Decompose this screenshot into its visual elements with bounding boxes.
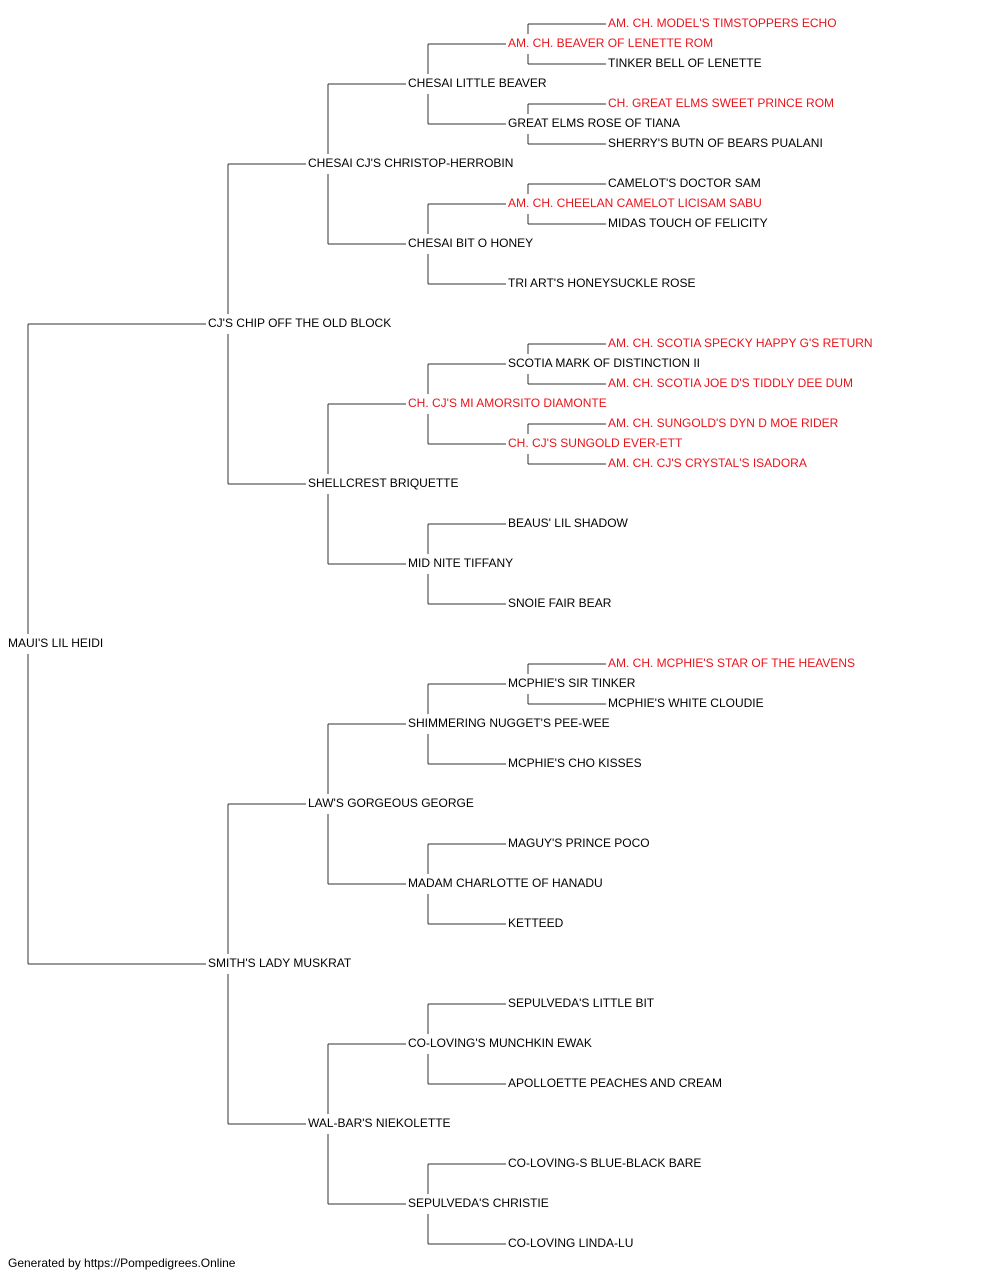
dog-name-chesai-bit-o-honey: CHESAI BIT O HONEY (408, 236, 533, 250)
dog-name-co-loving-s-munchkin-ewak: CO-LOVING'S MUNCHKIN EWAK (408, 1036, 592, 1050)
pedigree-connector-lines (27, 23, 606, 1245)
dog-name-wal-bar-s-niekolette: WAL-BAR'S NIEKOLETTE (308, 1116, 451, 1130)
dog-name-shimmering-nugget-s-pee-wee: SHIMMERING NUGGET'S PEE-WEE (408, 716, 610, 730)
dog-name-law-s-gorgeous-george: LAW'S GORGEOUS GEORGE (308, 796, 474, 810)
dog-name-sepulveda-s-little-bit: SEPULVEDA'S LITTLE BIT (508, 996, 655, 1010)
dog-name-scotia-mark-of-distinction-ii: SCOTIA MARK OF DISTINCTION II (508, 356, 700, 370)
dog-name-cj-s-chip-off-the-old-block: CJ'S CHIP OFF THE OLD BLOCK (208, 316, 391, 330)
dog-name-ketteed: KETTEED (508, 916, 564, 930)
dog-name-madam-charlotte-of-hanadu: MADAM CHARLOTTE OF HANADU (408, 876, 603, 890)
dog-name-smith-s-lady-muskrat: SMITH'S LADY MUSKRAT (208, 956, 352, 970)
dog-name-shellcrest-briquette: SHELLCREST BRIQUETTE (308, 476, 458, 490)
dog-name-camelot-s-doctor-sam: CAMELOT'S DOCTOR SAM (608, 176, 761, 190)
dog-name-tri-art-s-honeysuckle-rose: TRI ART'S HONEYSUCKLE ROSE (508, 276, 695, 290)
dog-name-chesai-little-beaver: CHESAI LITTLE BEAVER (408, 76, 547, 90)
dog-name-maui-s-lil-heidi: MAUI'S LIL HEIDI (8, 636, 103, 650)
dog-name-great-elms-rose-of-tiana: GREAT ELMS ROSE OF TIANA (508, 116, 680, 130)
dog-name-am-ch-beaver-of-lenette-rom: AM. CH. BEAVER OF LENETTE ROM (508, 36, 713, 50)
dog-name-co-loving-linda-lu: CO-LOVING LINDA-LU (508, 1236, 633, 1250)
dog-name-am-ch-mcphie-s-star-of-the-heavens: AM. CH. MCPHIE'S STAR OF THE HEAVENS (608, 656, 855, 670)
dog-name-ch-cj-s-sungold-ever-ett: CH. CJ'S SUNGOLD EVER-ETT (508, 436, 683, 450)
footer-credit: Generated by https://Pompedigrees.Online (8, 1256, 236, 1270)
dog-name-tinker-bell-of-lenette: TINKER BELL OF LENETTE (608, 56, 762, 70)
dog-name-mid-nite-tiffany: MID NITE TIFFANY (408, 556, 513, 570)
pedigree-name-labels: MAUI'S LIL HEIDI CJ'S CHIP OFF THE OLD BL… (8, 16, 873, 1250)
dog-name-chesai-cj-s-christop-herrobin: CHESAI CJ'S CHRISTOP-HERROBIN (308, 156, 513, 170)
dog-name-am-ch-cj-s-crystal-s-isadora: AM. CH. CJ'S CRYSTAL'S ISADORA (608, 456, 807, 470)
dog-name-beaus-lil-shadow: BEAUS' LIL SHADOW (508, 516, 629, 530)
dog-name-am-ch-scotia-specky-happy-g-s-return: AM. CH. SCOTIA SPECKY HAPPY G'S RETURN (608, 336, 873, 350)
dog-name-co-loving-s-blue-black-bare: CO-LOVING-S BLUE-BLACK BARE (508, 1156, 701, 1170)
dog-name-am-ch-scotia-joe-d-s-tiddly-dee-dum: AM. CH. SCOTIA JOE D'S TIDDLY DEE DUM (608, 376, 853, 390)
dog-name-maguy-s-prince-poco: MAGUY'S PRINCE POCO (508, 836, 650, 850)
dog-name-sepulveda-s-christie: SEPULVEDA'S CHRISTIE (408, 1196, 549, 1210)
dog-name-mcphie-s-cho-kisses: MCPHIE'S CHO KISSES (508, 756, 642, 770)
dog-name-snoie-fair-bear: SNOIE FAIR BEAR (508, 596, 612, 610)
dog-name-mcphie-s-white-cloudie: MCPHIE'S WHITE CLOUDIE (608, 696, 764, 710)
dog-name-mcphie-s-sir-tinker: MCPHIE'S SIR TINKER (508, 676, 636, 690)
dog-name-am-ch-cheelan-camelot-licisam-sabu: AM. CH. CHEELAN CAMELOT LICISAM SABU (508, 196, 762, 210)
dog-name-midas-touch-of-felicity: MIDAS TOUCH OF FELICITY (608, 216, 768, 230)
dog-name-sherry-s-butn-of-bears-pualani: SHERRY'S BUTN OF BEARS PUALANI (608, 136, 823, 150)
dog-name-am-ch-model-s-timstoppers-echo: AM. CH. MODEL'S TIMSTOPPERS ECHO (608, 16, 837, 30)
dog-name-ch-cj-s-mi-amorsito-diamonte: CH. CJ'S MI AMORSITO DIAMONTE (408, 396, 607, 410)
dog-name-apolloette-peaches-and-cream: APOLLOETTE PEACHES AND CREAM (508, 1076, 722, 1090)
dog-name-am-ch-sungold-s-dyn-d-moe-rider: AM. CH. SUNGOLD'S DYN D MOE RIDER (608, 416, 839, 430)
dog-name-ch-great-elms-sweet-prince-rom: CH. GREAT ELMS SWEET PRINCE ROM (608, 96, 834, 110)
